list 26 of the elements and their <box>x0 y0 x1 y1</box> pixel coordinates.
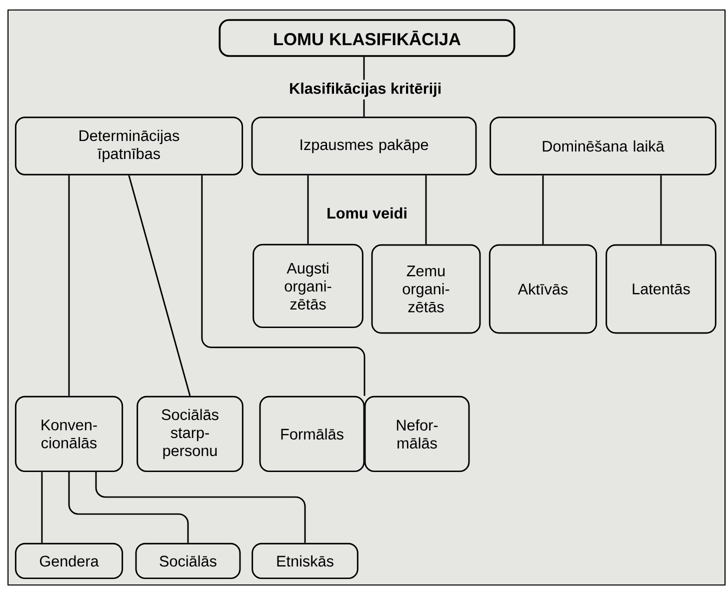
category-box: Latentās <box>606 244 716 334</box>
connector-line <box>660 175 662 244</box>
category-box: Konven-cionālās <box>14 396 124 472</box>
category-box: Aktīvās <box>488 244 598 334</box>
category-box: Determinācijas īpatnības <box>14 116 244 176</box>
title-box: LOMU KLASIFIKĀCIJA <box>218 19 516 57</box>
category-box: Izpausmes pakāpe <box>251 116 477 176</box>
connector-line <box>68 175 70 396</box>
connector-line <box>425 175 427 244</box>
category-box: Zemu organi-zētās <box>371 244 481 334</box>
connector-line <box>41 472 43 543</box>
category-box: Gendera <box>14 542 124 580</box>
connector-line <box>128 175 191 396</box>
connector-line <box>307 175 309 244</box>
connector-line <box>542 175 544 244</box>
connector-line <box>95 472 306 543</box>
section-heading: Lomu veidi <box>324 204 410 222</box>
category-box: Dominēšana laikā <box>490 116 716 176</box>
category-box: Augsti organi-zētās <box>252 244 364 328</box>
category-box: Nefor-mālās <box>364 396 470 472</box>
category-box: Etniskās <box>252 542 358 580</box>
category-box: Formālās <box>259 396 365 472</box>
connector-line <box>68 472 189 543</box>
category-box: Sociālās <box>135 542 241 580</box>
edge-label: Klasifikācijas kritēriji <box>286 80 444 100</box>
category-box: Sociālās starp-personu <box>136 396 244 472</box>
